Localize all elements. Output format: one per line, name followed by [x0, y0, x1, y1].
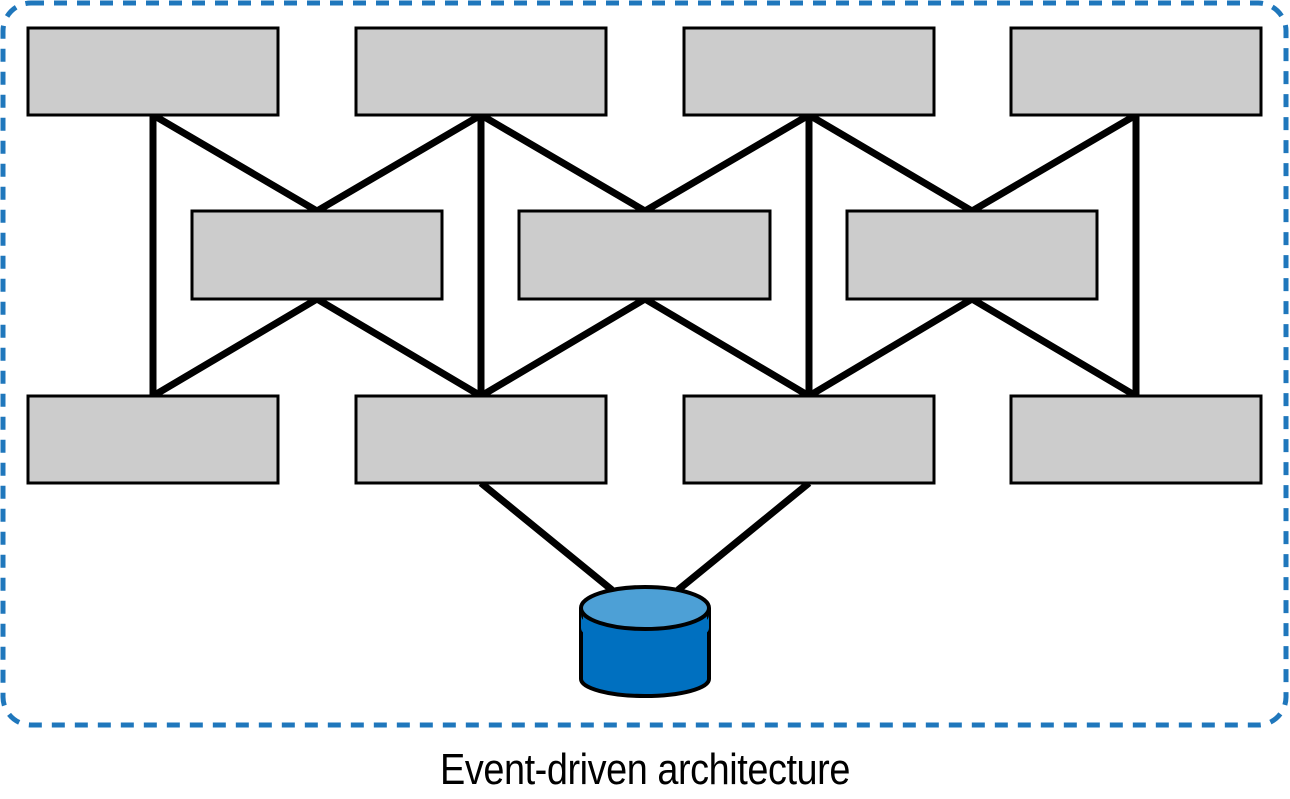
- connector: [643, 111, 811, 215]
- service-box-top-1: [26, 26, 280, 117]
- service-box-bottom-1: [26, 394, 280, 485]
- service-box-bottom-3: [682, 394, 936, 485]
- connector: [643, 295, 811, 400]
- event-channel-box-3: [845, 209, 1099, 301]
- service-box-bottom-4: [1009, 394, 1263, 485]
- connector: [970, 295, 1138, 400]
- connector: [479, 111, 647, 215]
- connector: [151, 111, 319, 215]
- service-box-top-2: [354, 26, 608, 117]
- connector: [315, 295, 483, 400]
- connector: [675, 480, 812, 593]
- database-top: [579, 585, 711, 631]
- diagram-caption: Event-driven architecture: [440, 745, 850, 794]
- service-boxes: [26, 26, 1263, 485]
- connectors: [149, 111, 1140, 593]
- event-channel-box-2: [517, 209, 772, 301]
- connector: [479, 295, 647, 400]
- connector: [807, 295, 974, 400]
- service-box-top-3: [682, 26, 936, 117]
- connector: [315, 111, 483, 215]
- service-box-top-4: [1009, 26, 1263, 117]
- database-body: [579, 608, 711, 698]
- event-channel-box-1: [190, 209, 444, 301]
- connector: [807, 111, 974, 215]
- connector: [478, 480, 615, 593]
- service-box-bottom-2: [354, 394, 608, 485]
- database-icon: [579, 585, 711, 698]
- connector: [151, 295, 319, 400]
- database-top-shadow: [581, 615, 709, 646]
- connector: [970, 111, 1138, 215]
